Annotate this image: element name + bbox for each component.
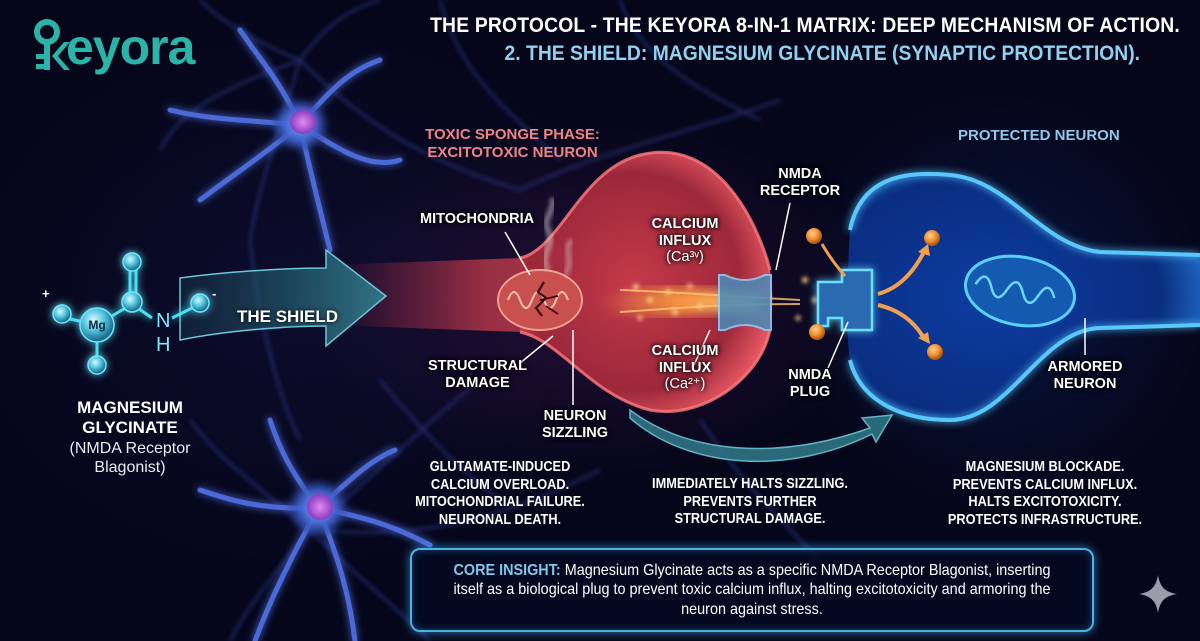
molecule-name-1: MAGNESIUM [77,398,183,417]
protected-desc-2: PREVENTS CALCIUM INFLUX. [952,476,1138,493]
core-insight-body: Magnesium Glycinate acts as a specific N… [453,562,1051,618]
ca-bot-1: CALCIUM [651,343,719,359]
receptor-1: NMDA [778,166,822,182]
label-nmda-plug: NMDA PLUG [780,367,840,400]
atom-mg: Mg [88,318,106,332]
label-calcium-influx-top: CALCIUM INFLUX (Ca³ᵛ) [645,216,725,266]
page-subtitle: 2. THE SHIELD: MAGNESIUM GLYCINATE (SYNA… [504,42,1140,65]
label-neuron-sizzling: NEURON SIZZLING [535,408,615,441]
label-calcium-influx-bottom: CALCIUM INFLUX (Ca²⁺) [645,343,725,393]
armored-1: ARMORED [1047,359,1123,375]
sizzling-1: NEURON [543,408,607,424]
toxic-title-1: TOXIC SPONGE PHASE: [425,126,600,143]
label-mitochondria: MITOCHONDRIA [420,211,535,227]
key-icon [30,18,70,76]
protected-desc-3: HALTS EXCITOTOXICITY. [968,494,1122,511]
transition-description: IMMEDIATELY HALTS SIZZLING. PREVENTS FUR… [636,476,865,529]
toxic-desc-2: CALCIUM OVERLOAD. [430,476,570,493]
transition-desc-3: STRUCTURAL DAMAGE. [674,511,826,528]
ca-top-1: CALCIUM [651,216,719,232]
atom-n: N [156,310,171,332]
ca-bot-2: INFLUX [658,359,712,376]
shield-arrow-label: THE SHIELD [237,307,339,326]
toxic-description: GLUTAMATE-INDUCED CALCIUM OVERLOAD. MITO… [403,459,597,530]
ca-top-3: (Ca³ᵛ) [666,249,704,266]
protected-desc-1: MAGNESIUM BLOCKADE. [965,459,1125,475]
molecule-caption: MAGNESIUM GLYCINATE (NMDA Receptor Blago… [40,398,220,477]
keyora-logo: eyora [30,18,195,76]
armored-2: NEURON [1053,375,1117,392]
toxic-desc-3: MITOCHONDRIAL FAILURE. [415,494,585,511]
core-insight-heading: CORE INSIGHT: [453,562,561,580]
core-insight-text: CORE INSIGHT: Magnesium Glycinate acts a… [446,561,1058,619]
structural-1: STRUCTURAL [427,358,528,374]
protected-desc-4: PROTECTS INFRASTRUCTURE. [947,512,1143,529]
molecule-name-2: GLYCINATE [82,418,178,438]
core-insight-box: CORE INSIGHT: Magnesium Glycinate acts a… [410,548,1094,632]
ca-top-2: INFLUX [658,232,712,249]
protected-description: MAGNESIUM BLOCKADE. PREVENTS CALCIUM INF… [931,459,1160,530]
toxic-desc-4: NEURONAL DEATH. [438,512,562,529]
charge-plus: + [42,286,50,301]
label-armored-neuron: ARMORED NEURON [1040,359,1130,392]
transition-desc-1: IMMEDIATELY HALTS SIZZLING. [652,476,848,492]
plug-1: NMDA [788,367,832,383]
logo-text: eyora [66,19,195,75]
sizzling-2: SIZZLING [541,424,609,441]
plug-2: PLUG [789,383,831,400]
protected-neuron-title: PROTECTED NEURON [958,127,1120,144]
ca-bot-3: (Ca²⁺) [664,376,706,393]
charge-minus: - [212,286,217,301]
toxic-phase-title: TOXIC SPONGE PHASE: EXCITOTOXIC NEURON [415,126,610,162]
molecule-sub-2: Blagonist) [94,458,166,476]
molecule-sub-1: (NMDA Receptor [69,439,191,457]
toxic-desc-1: GLUTAMATE-INDUCED [429,459,571,475]
structural-2: DAMAGE [445,374,510,391]
toxic-title-2: EXCITOTOXIC NEURON [427,144,598,161]
transition-desc-2: PREVENTS FURTHER [683,493,817,510]
sparkle-icon[interactable] [1137,573,1179,615]
atom-h: H [156,334,171,356]
page-title: THE PROTOCOL - THE KEYORA 8-IN-1 MATRIX:… [430,14,1180,37]
label-nmda-receptor: NMDA RECEPTOR [755,166,845,199]
label-structural-damage: STRUCTURAL DAMAGE [425,358,530,391]
receptor-2: RECEPTOR [759,182,841,199]
